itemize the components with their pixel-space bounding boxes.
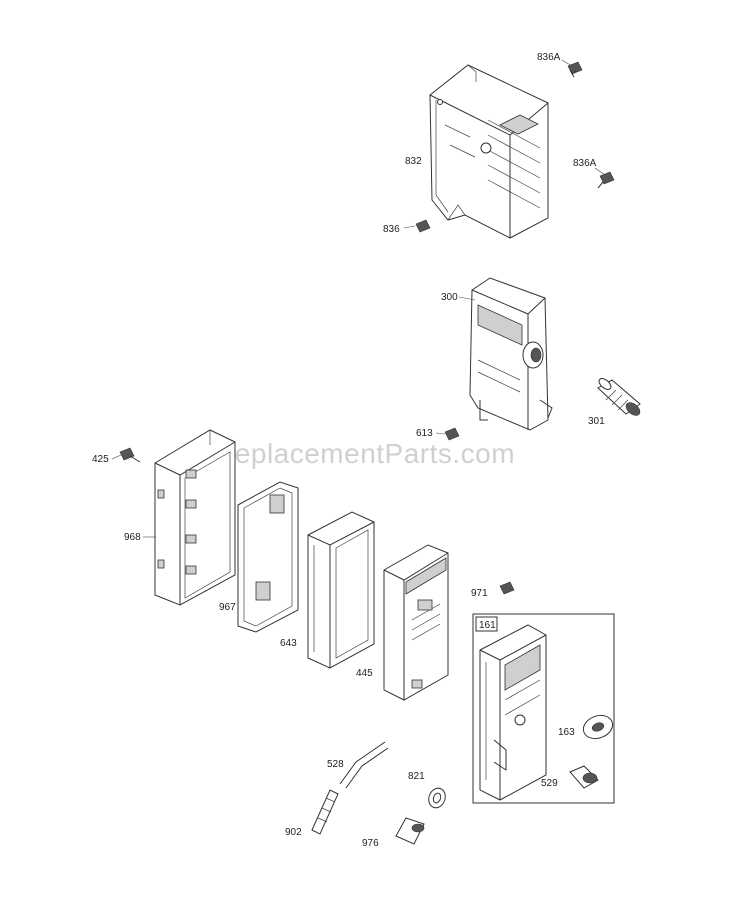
label-967: 967 [219,602,236,613]
part-821-washer [428,787,446,809]
part-976-nut [395,817,425,845]
part-832-muffler-guard [429,64,549,239]
label-836A-mid: 836A [573,158,597,169]
label-529: 529 [541,778,558,789]
label-976: 976 [362,838,379,849]
part-967-gasket [237,481,299,633]
part-529-connector [569,765,599,789]
part-445-air-filter [383,544,449,701]
label-971: 971 [471,588,488,599]
part-301-spark-arrestor [597,378,641,416]
label-161: 161 [479,620,496,631]
label-300: 300 [441,292,458,303]
label-902: 902 [285,827,302,838]
watermark: eReplacementParts.com [198,438,515,469]
label-821: 821 [408,771,425,782]
part-902-bolt [311,789,339,835]
label-163: 163 [558,727,575,738]
part-613-screw [444,427,460,441]
part-163-gasket [582,714,614,740]
part-836-screw [415,219,431,233]
label-643: 643 [280,638,297,649]
label-528: 528 [327,759,344,770]
label-836: 836 [383,224,400,235]
label-425: 425 [92,454,109,465]
part-643-filter [307,511,375,669]
part-971-screw [499,581,515,595]
label-836A-top: 836A [537,52,561,63]
part-300-muffler [469,277,553,431]
part-528-tube [339,741,389,789]
part-836A-screw-top [567,61,583,78]
label-301: 301 [588,416,605,427]
label-968: 968 [124,532,141,543]
label-832: 832 [405,156,422,167]
part-425-screw [119,447,141,463]
part-161-kit-box: 161 163 529 [472,613,615,804]
part-836A-screw-mid [597,171,615,189]
part-968-air-cleaner-base [154,429,236,606]
label-445: 445 [356,668,373,679]
label-613: 613 [416,428,433,439]
